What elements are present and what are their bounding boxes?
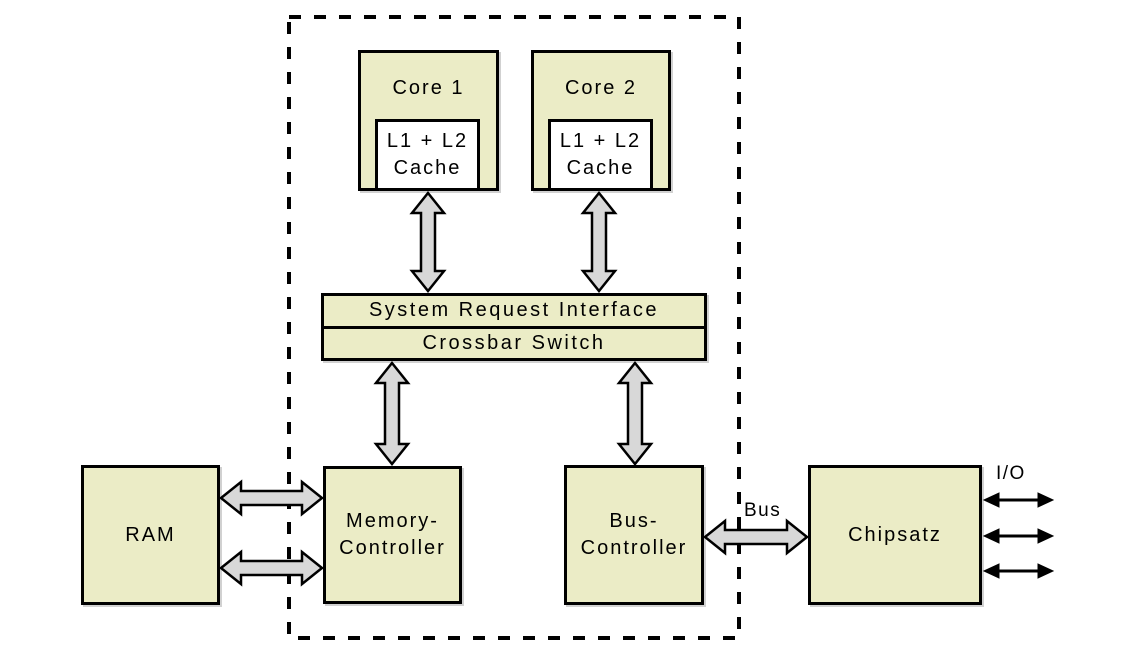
node-crossbar-switch: Crossbar Switch (324, 329, 704, 359)
node-system-request-interface: System Request Interface (324, 296, 704, 329)
chipsatz-label: Chipsatz (848, 523, 942, 546)
cache2-label-line1: L1 + L2 (559, 130, 642, 152)
arrow-ram-memory-controller-lower (218, 549, 325, 587)
cache1-label-line2: Cache (393, 157, 462, 179)
core2-label: Core 2 (564, 77, 638, 99)
arrow-cache1-sri (409, 190, 447, 294)
crossbar-switch-label: Crossbar Switch (422, 331, 606, 354)
system-request-interface-label: System Request Interface (368, 299, 660, 322)
io-arrow-1 (982, 492, 1055, 508)
io-arrow-2 (982, 528, 1055, 544)
io-arrow-3 (982, 563, 1055, 579)
core1-label: Core 1 (392, 77, 465, 99)
arrow-cache2-sri (580, 190, 618, 294)
node-cache1: L1 + L2 Cache (375, 119, 480, 191)
node-ram: RAM (81, 465, 220, 605)
bus-edge-label: Bus (744, 500, 782, 521)
memory-controller-label-line2: Controller (339, 537, 446, 559)
node-bus-controller: Bus- Controller (564, 465, 704, 605)
node-memory-controller: Memory- Controller (323, 466, 462, 604)
bus-controller-label-line1: Bus- (609, 510, 659, 532)
node-chipsatz: Chipsatz (808, 465, 982, 605)
io-edge-label: I/O (996, 463, 1026, 484)
arrow-bus-controller-chipsatz (702, 518, 810, 556)
bus-controller-label-line2: Controller (580, 537, 688, 559)
node-cache2: L1 + L2 Cache (548, 119, 653, 191)
cache2-label-line2: Cache (566, 157, 635, 179)
cpu-die-dashed-boundary (287, 15, 741, 640)
arrow-ram-memory-controller-upper (218, 479, 325, 517)
arrow-crossbar-bus-controller (616, 360, 654, 467)
ram-label: RAM (125, 523, 176, 546)
node-sri-crossbar-stack: System Request Interface Crossbar Switch (321, 293, 707, 361)
memory-controller-label-line1: Memory- (346, 510, 439, 532)
cache1-label-line1: L1 + L2 (386, 130, 469, 152)
arrow-crossbar-memory-controller (373, 360, 411, 467)
